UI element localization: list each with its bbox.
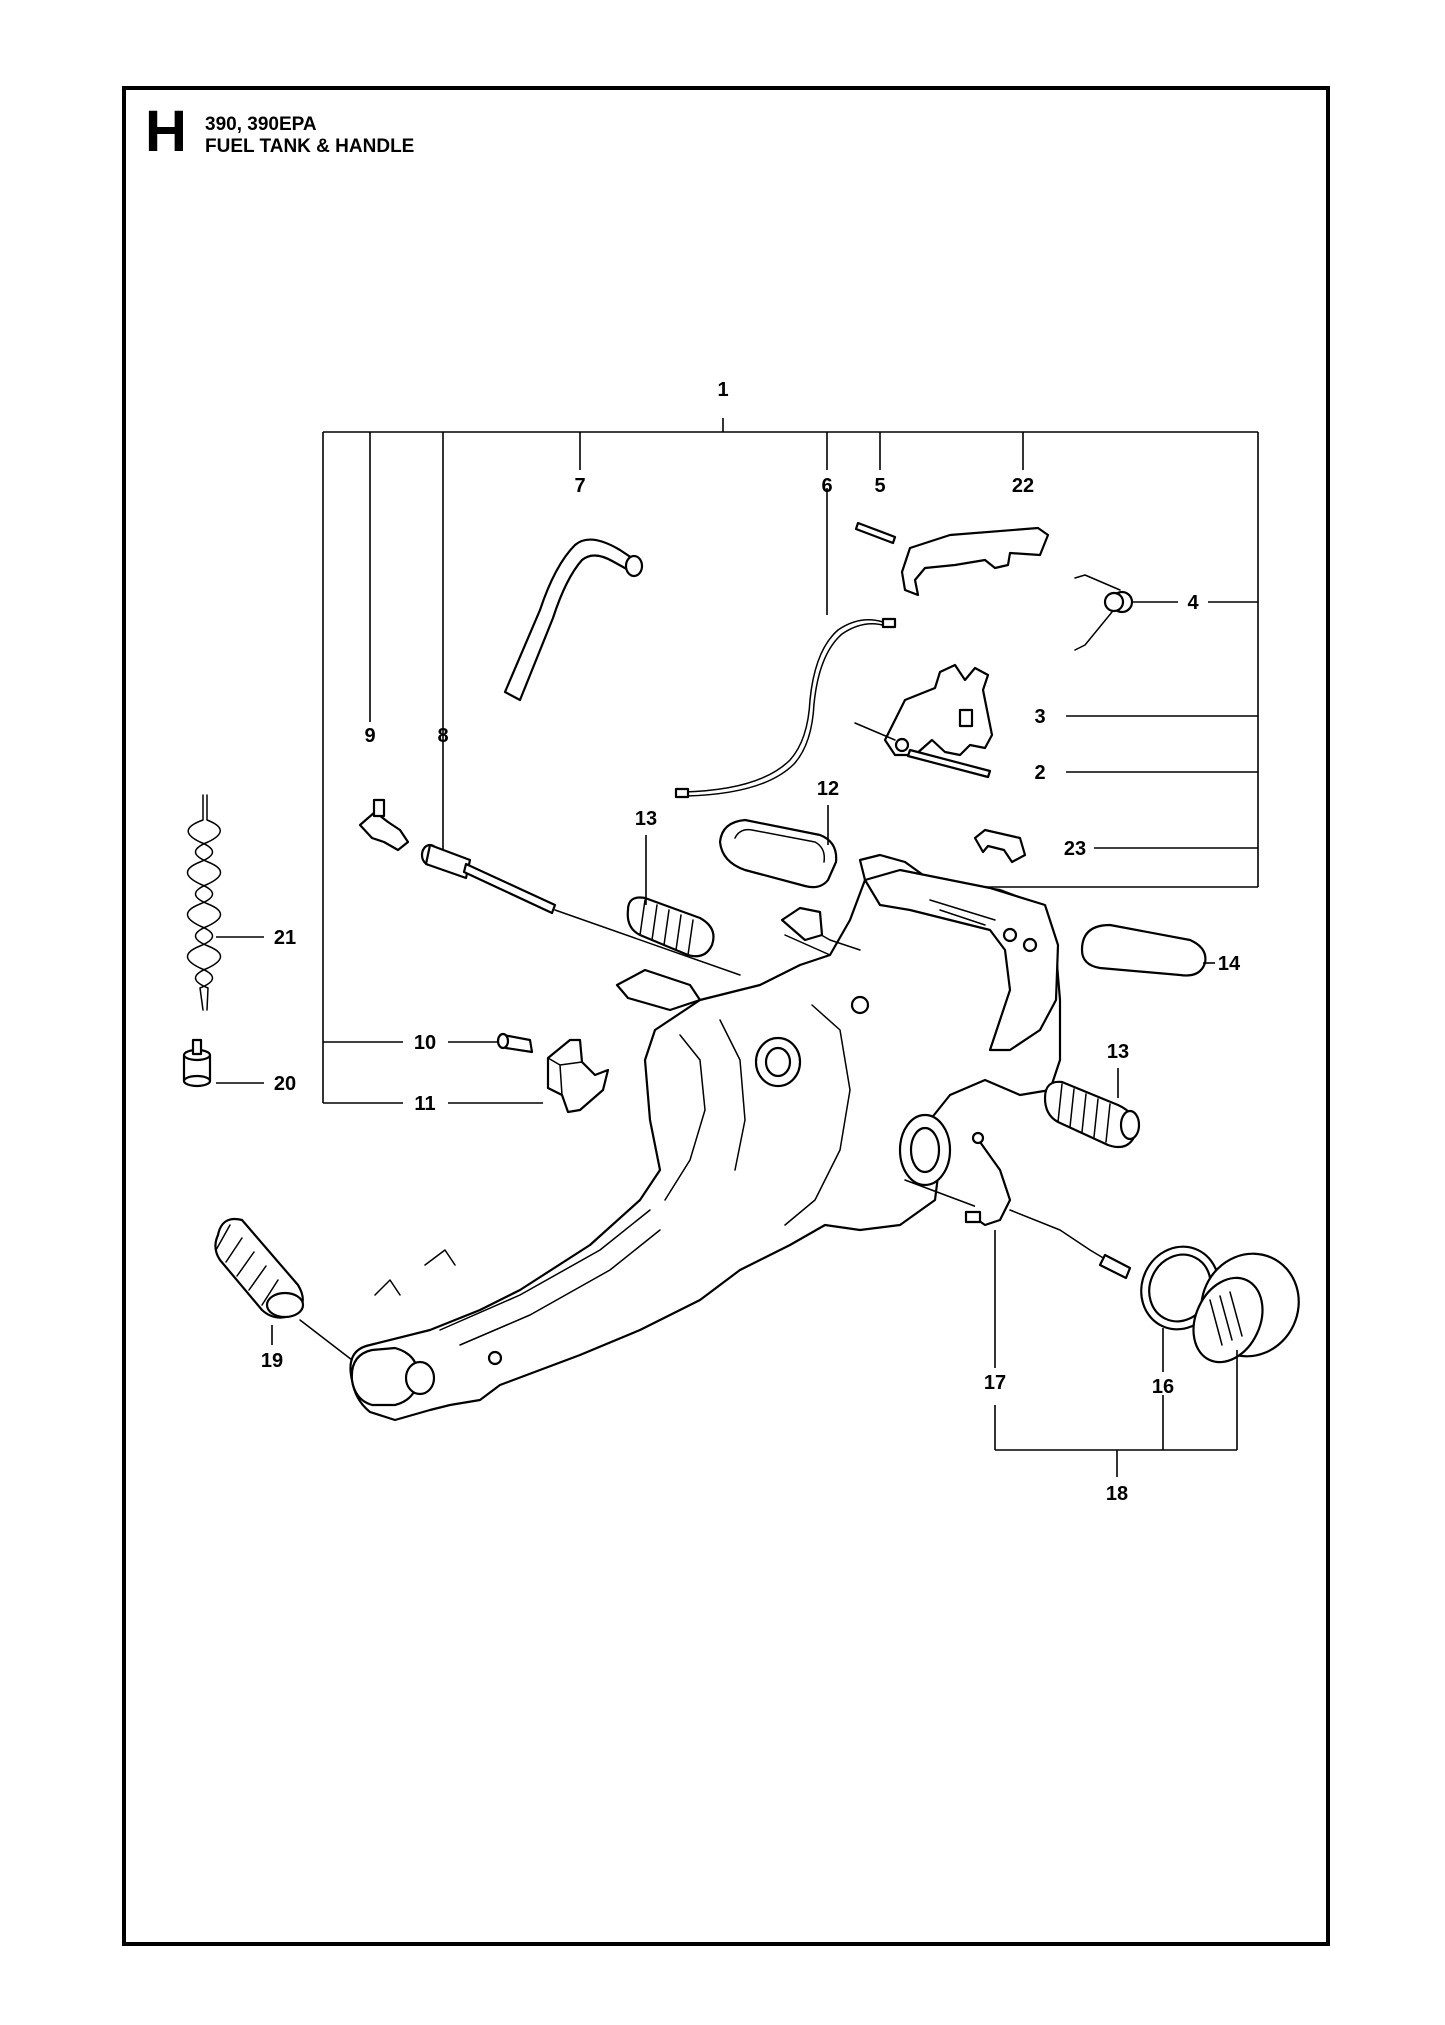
callout-7: 7	[574, 475, 585, 497]
callout-6: 6	[821, 475, 832, 497]
callout-12: 12	[817, 778, 839, 800]
throttle-lockout-part-22	[900, 526, 1050, 597]
page-frame	[122, 86, 1330, 1946]
fuel-hose-coil-part-21	[186, 794, 222, 1011]
handle-grip-part-14	[1080, 923, 1207, 977]
callout-13-lower: 13	[1107, 1041, 1129, 1063]
valve-part-9	[358, 798, 410, 852]
rubber-buffer-part-13-upper	[626, 896, 715, 958]
callout-1: 1	[717, 379, 728, 401]
screw-part-10	[496, 1032, 534, 1054]
title-block: 390, 390EPA FUEL TANK & HANDLE	[205, 114, 414, 158]
callout-3: 3	[1034, 706, 1045, 728]
rod-part-8	[420, 843, 741, 976]
callout-13-upper: 13	[635, 808, 657, 830]
fuel-filter-part-20	[182, 1038, 212, 1088]
model-label: 390, 390EPA	[205, 114, 317, 135]
section-letter: H	[145, 99, 187, 164]
callout-21: 21	[274, 927, 296, 949]
callout-4: 4	[1187, 592, 1199, 614]
fuel-tank-housing	[349, 853, 1062, 1422]
assembly-bracket-1	[322, 418, 1259, 1104]
callout-16: 16	[1152, 1376, 1174, 1398]
fuel-pickup-part-17	[904, 1131, 1132, 1280]
rubber-buffer-part-13-lower	[1043, 1080, 1141, 1149]
rubber-buffer-part-19	[214, 1217, 353, 1361]
callout-18: 18	[1106, 1483, 1128, 1505]
part-leaders	[216, 805, 1238, 1380]
throttle-trigger-part-3	[883, 663, 994, 757]
fuel-cap	[1192, 1252, 1300, 1364]
callout-9: 9	[364, 725, 375, 747]
assembly-bracket-18	[994, 1380, 1238, 1477]
throttle-cable-part-6	[674, 617, 897, 799]
callout-labels: 1 7 6 5 22 4 3 2 23 9 8 12 13 14 13 21 1…	[261, 379, 1241, 1505]
callout-22: 22	[1012, 475, 1034, 497]
bracket-part-11	[546, 1038, 610, 1114]
callout-14: 14	[1218, 953, 1241, 975]
pin-part-5	[854, 521, 897, 545]
callout-11: 11	[414, 1093, 435, 1115]
page-title: FUEL TANK & HANDLE	[205, 136, 415, 157]
grip-cover-part-12	[718, 818, 838, 889]
callout-17: 17	[984, 1372, 1006, 1394]
pin-part-2	[854, 722, 992, 779]
callout-5: 5	[874, 475, 885, 497]
callout-2: 2	[1034, 762, 1045, 784]
spring-part-4	[1074, 574, 1134, 651]
callout-20: 20	[274, 1073, 296, 1095]
callout-19: 19	[261, 1350, 283, 1372]
clip-part-23	[973, 828, 1027, 864]
callout-23: 23	[1064, 838, 1086, 860]
callout-8: 8	[437, 725, 448, 747]
callout-10: 10	[414, 1032, 436, 1054]
fuel-hose-part-7	[503, 538, 644, 702]
